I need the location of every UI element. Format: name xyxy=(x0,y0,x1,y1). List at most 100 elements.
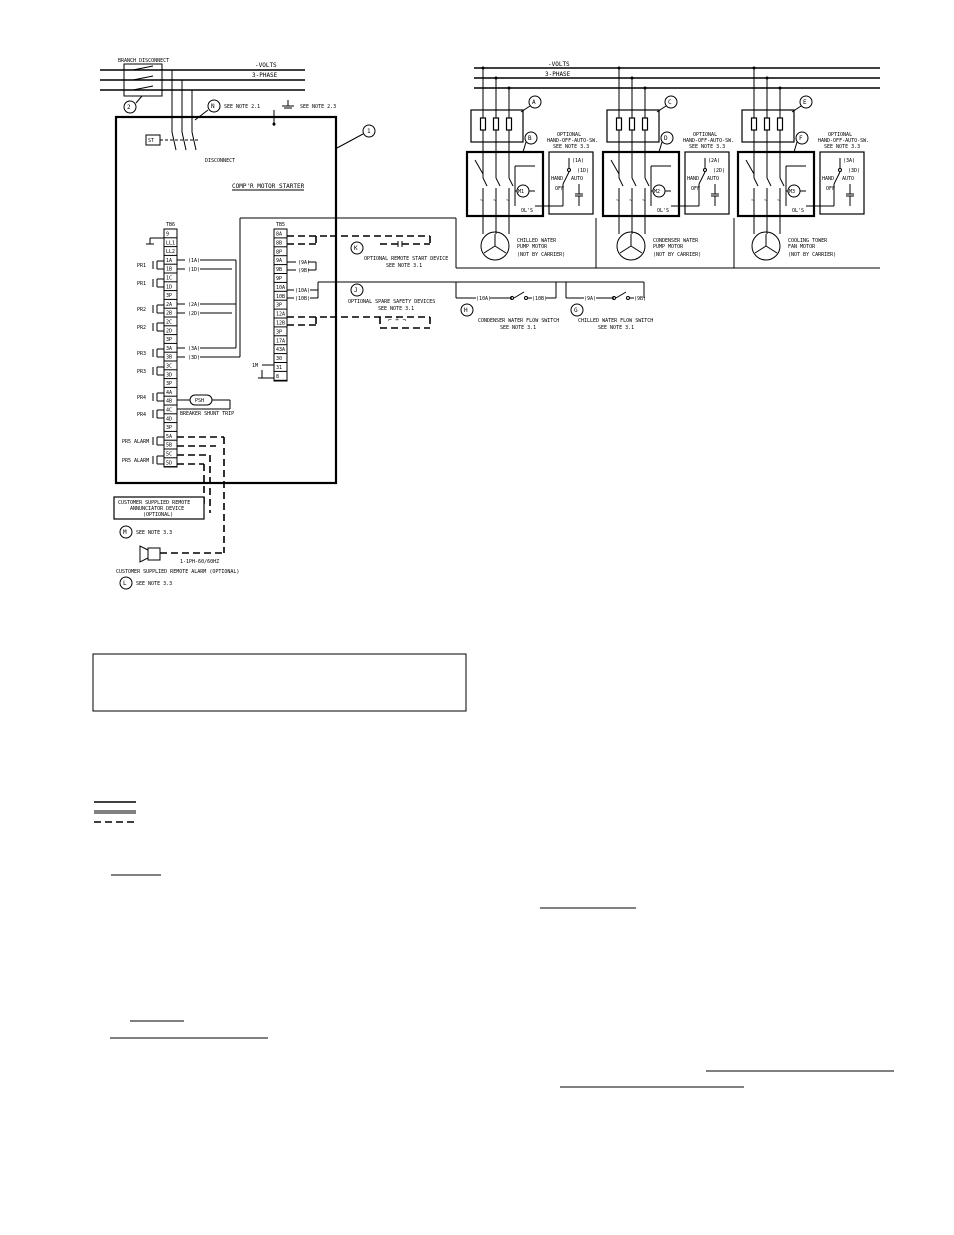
note-ground: SEE NOTE 2.3 xyxy=(300,104,336,110)
optional-spare-safety: J OPTIONAL SPARE SAFETY DEVICES SEE NOTE… xyxy=(330,283,435,329)
tb5-label: TB5 xyxy=(276,222,285,228)
tb6-terminal: 1A xyxy=(166,258,172,264)
hoa-blade xyxy=(562,171,570,185)
hoa-wire-label: (3D) xyxy=(848,168,860,174)
svg-text:(1D): (1D) xyxy=(188,267,200,273)
tb6-terminal: 5A xyxy=(166,434,172,440)
callout xyxy=(795,131,809,145)
contactor-pole xyxy=(618,177,624,187)
pr-label: PR1 xyxy=(137,281,146,287)
hand-label: HAND xyxy=(551,176,563,182)
annunciator-note: SEE NOTE 3.3 xyxy=(136,530,172,536)
callout-leader xyxy=(658,141,663,153)
motor-name: FAN MOTOR xyxy=(788,244,816,250)
tb6-terminal: 4C xyxy=(166,408,172,414)
overload-glyph: ~ xyxy=(480,197,484,204)
svg-text:N: N xyxy=(211,103,215,110)
tb6-terminal: 3D xyxy=(166,372,172,378)
hand-label: HAND xyxy=(822,176,834,182)
right-phase-label: 3-PHASE xyxy=(545,71,571,78)
remote-start-label: OPTIONAL REMOTE START DEVICE xyxy=(364,256,448,262)
tb6-terminal: 3P xyxy=(166,293,172,299)
motor-symbol xyxy=(751,231,781,261)
tb5-terminal: 8 xyxy=(276,374,279,380)
hoa-switch-box xyxy=(548,151,594,215)
optional-remote-start: K OPTIONAL REMOTE START DEVICE SEE NOTE … xyxy=(330,235,448,269)
off-label: OFF xyxy=(691,186,700,192)
tb5-terminal: 43A xyxy=(276,347,285,353)
callout-letter: A xyxy=(532,99,536,106)
right-power-bus: -VOLTS 3-PHASE xyxy=(474,61,880,89)
contactor-pole xyxy=(766,177,772,187)
tb6-terminal: 3B xyxy=(166,355,172,361)
tb6-terminal: 3C xyxy=(166,364,172,370)
tb5-terminal: 3P xyxy=(276,329,282,335)
callout-n xyxy=(207,99,221,113)
contactor-pole xyxy=(508,177,514,187)
hand-label: HAND xyxy=(687,176,699,182)
tb6-terminal: 1B xyxy=(166,267,172,273)
hoa-terminal xyxy=(838,168,842,172)
tb5-terminal: 9A xyxy=(276,258,282,264)
svg-text:K: K xyxy=(354,245,358,252)
bus-tap xyxy=(507,86,511,90)
left-volts-label: -VOLTS xyxy=(255,62,277,69)
control-wire xyxy=(474,159,484,175)
motor-name: CONDENSER WATER xyxy=(653,238,699,244)
alarm-label: CUSTOMER SUPPLIED REMOTE ALARM (OPTIONAL… xyxy=(116,569,239,575)
fuse xyxy=(492,117,500,131)
hoa-wire-label: (1D) xyxy=(577,168,589,174)
svg-text:(9A): (9A) xyxy=(584,296,596,302)
overload-glyph: ~ xyxy=(764,197,768,204)
callout-m xyxy=(119,525,133,539)
pr-label: PR3 xyxy=(137,351,146,357)
fuse xyxy=(776,117,784,131)
svg-text:J: J xyxy=(354,287,358,294)
motor-name: PUMP MOTOR xyxy=(517,244,548,250)
tb5-terminal: 3P xyxy=(276,303,282,309)
chilled-flow-label: CHILLED WATER FLOW SWITCH xyxy=(578,318,653,324)
tb6-terminal: 2A xyxy=(166,302,172,308)
off-label: OFF xyxy=(826,186,835,192)
right-volts-label: -VOLTS xyxy=(548,61,570,68)
hoa-label: OPTIONAL xyxy=(693,132,717,138)
svg-text:1: 1 xyxy=(367,128,371,135)
svg-text:(OPTIONAL): (OPTIONAL) xyxy=(143,512,173,518)
tb5-terminal: 8P xyxy=(276,249,282,255)
svg-text:(10B): (10B) xyxy=(532,296,547,302)
fuse xyxy=(763,117,771,131)
flow-switches: (10A) (10B) H CONDENSER WATER FLOW SWITC… xyxy=(455,282,653,331)
tb6-terminal: 2B xyxy=(166,311,172,317)
bus-tap xyxy=(643,86,647,90)
left-phase-label: 3-PHASE xyxy=(252,72,278,79)
fuse xyxy=(750,117,758,131)
pr-label: PR2 xyxy=(137,307,146,313)
auto-label: AUTO xyxy=(842,176,854,182)
svg-text:(9B): (9B) xyxy=(298,268,310,274)
svg-text:L: L xyxy=(123,580,127,587)
branch-disconnect: BRANCH DISCONNECT 2 xyxy=(118,58,169,114)
tb6-terminal: LL1 xyxy=(166,240,175,246)
pr-label: PR4 xyxy=(137,395,146,401)
internal-disconnect: ST DISCONNECT COMP'R MOTOR STARTER xyxy=(145,131,305,191)
spare-safety-label: OPTIONAL SPARE SAFETY DEVICES xyxy=(348,299,435,305)
callout-h xyxy=(460,303,474,317)
tb6-terminal: 2C xyxy=(166,320,172,326)
tb5-terminal: 8A xyxy=(276,232,282,238)
line-legend xyxy=(94,801,136,823)
ol-label: OL'S xyxy=(792,208,804,214)
bus-tap xyxy=(630,76,634,80)
fuse xyxy=(615,117,623,131)
tb6-terminal: 3P xyxy=(166,425,172,431)
tb5-terminal: 31 xyxy=(276,365,282,371)
tb6-terminal: 4B xyxy=(166,399,172,405)
bus-tap xyxy=(752,66,756,70)
svg-text:(3A): (3A) xyxy=(188,346,200,352)
hoa-label: SEE NOTE 3.3 xyxy=(553,144,589,150)
condenser-flow-label: CONDENSER WATER FLOW SWITCH xyxy=(478,318,559,324)
disconnect-label: DISCONNECT xyxy=(205,158,235,164)
tb6-label: TB6 xyxy=(166,222,175,228)
svg-text:M: M xyxy=(123,529,127,536)
contactor-pole xyxy=(753,177,759,187)
